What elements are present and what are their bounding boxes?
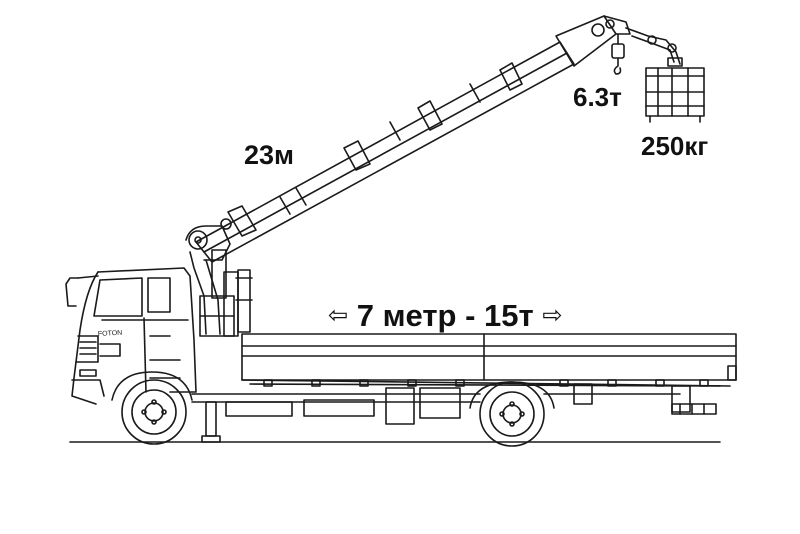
chassis	[192, 384, 716, 442]
brand-badge: FOTON	[98, 330, 123, 338]
crane-column	[186, 219, 252, 336]
flatbed	[242, 334, 736, 386]
basket-capacity-label: 250кг	[641, 131, 709, 161]
hook-capacity-label: 6.3т	[573, 82, 622, 112]
rear-wheel	[470, 382, 554, 446]
left-arrow-icon: ⇦	[328, 302, 349, 329]
truck-cab	[66, 268, 196, 404]
front-wheel	[122, 380, 186, 444]
bed-spec-text: 7 метр - 15т	[356, 298, 534, 333]
boom-length-label: 23м	[244, 140, 295, 170]
crane-boom	[196, 16, 682, 262]
bed-spec-label: ⇦ 7 метр - 15т ⇨	[328, 300, 562, 331]
work-basket	[646, 68, 704, 122]
right-arrow-icon: ⇨	[542, 302, 563, 329]
